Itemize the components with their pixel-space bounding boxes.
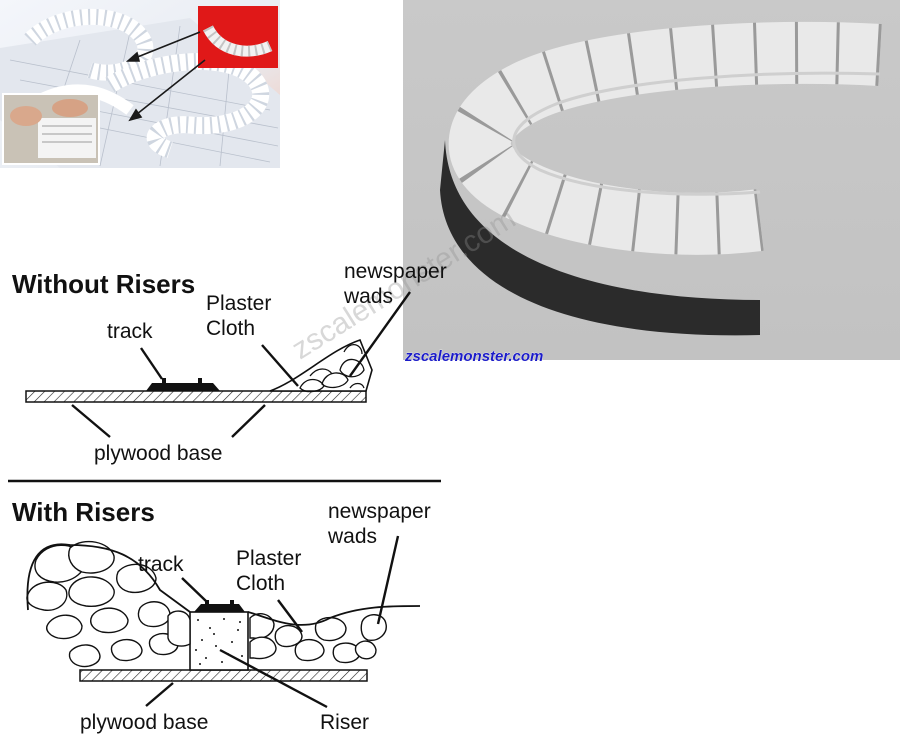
right-newspaper-wads xyxy=(249,613,387,664)
plaster-cloth-label-line1: Plaster xyxy=(236,547,301,570)
track-spike-left xyxy=(162,378,166,384)
plaster-cloth-label-line1: Plaster xyxy=(206,292,271,315)
riser-label: Riser xyxy=(320,711,369,734)
track-rail xyxy=(146,383,220,391)
plywood-base-label: plywood base xyxy=(94,442,222,465)
plywood-base-board xyxy=(25,390,367,403)
riser-texture xyxy=(195,618,243,665)
left-newspaper-wads xyxy=(26,540,191,668)
riser-render: zscalemonster.com zscalemonster.com xyxy=(286,0,900,366)
plaster-cloth-right-edge xyxy=(247,605,421,626)
with-risers-heading: With Risers xyxy=(12,497,155,527)
riser-shadow-base xyxy=(440,140,760,336)
website-label: zscalemonster.com xyxy=(404,348,543,365)
without-risers-diagram: Without Risers track Plaster Cloth newsp… xyxy=(12,260,447,465)
plaster-cloth-label-line2: Cloth xyxy=(206,317,255,340)
track-rail xyxy=(194,604,245,612)
plaster-cloth-label-line2: Cloth xyxy=(236,572,285,595)
hand-left xyxy=(10,106,42,126)
inset-foam-block xyxy=(38,118,96,158)
newspaper-wads-label-line2: wads xyxy=(343,285,393,308)
newspaper-wads-label-line1: newspaper xyxy=(328,500,431,523)
with-risers-leader-lines xyxy=(145,535,400,709)
track-spike-right xyxy=(198,378,202,384)
plywood-base-label: plywood base xyxy=(80,711,208,734)
plywood-base-board xyxy=(79,669,368,682)
without-risers-leader-lines xyxy=(71,291,411,438)
without-risers-heading: Without Risers xyxy=(12,269,195,299)
foam-riser-s-curve-segments xyxy=(105,53,270,159)
inset-foam-grooves xyxy=(42,125,92,143)
plaster-cloth-left-edge xyxy=(26,543,191,613)
newspaper-wads-label-line1: newspaper xyxy=(344,260,447,283)
foam-riser-top-loop-segments xyxy=(24,8,154,81)
newspaper-wads-pile xyxy=(299,344,365,393)
inset-foam-riser-segments xyxy=(203,25,273,57)
hand-right xyxy=(52,99,88,117)
layout-photo xyxy=(0,0,280,168)
foam-riser-inner-edge xyxy=(512,71,881,196)
foam-riser-arc-cuts xyxy=(448,21,882,255)
track-label: track xyxy=(138,553,184,576)
track-spike-right xyxy=(230,600,234,605)
newspaper-wads-label-line2: wads xyxy=(327,525,377,548)
with-risers-diagram: With Risers xyxy=(12,497,431,734)
track-label: track xyxy=(107,320,153,343)
track-spike-left xyxy=(205,600,209,605)
callout-arrows xyxy=(125,31,206,122)
